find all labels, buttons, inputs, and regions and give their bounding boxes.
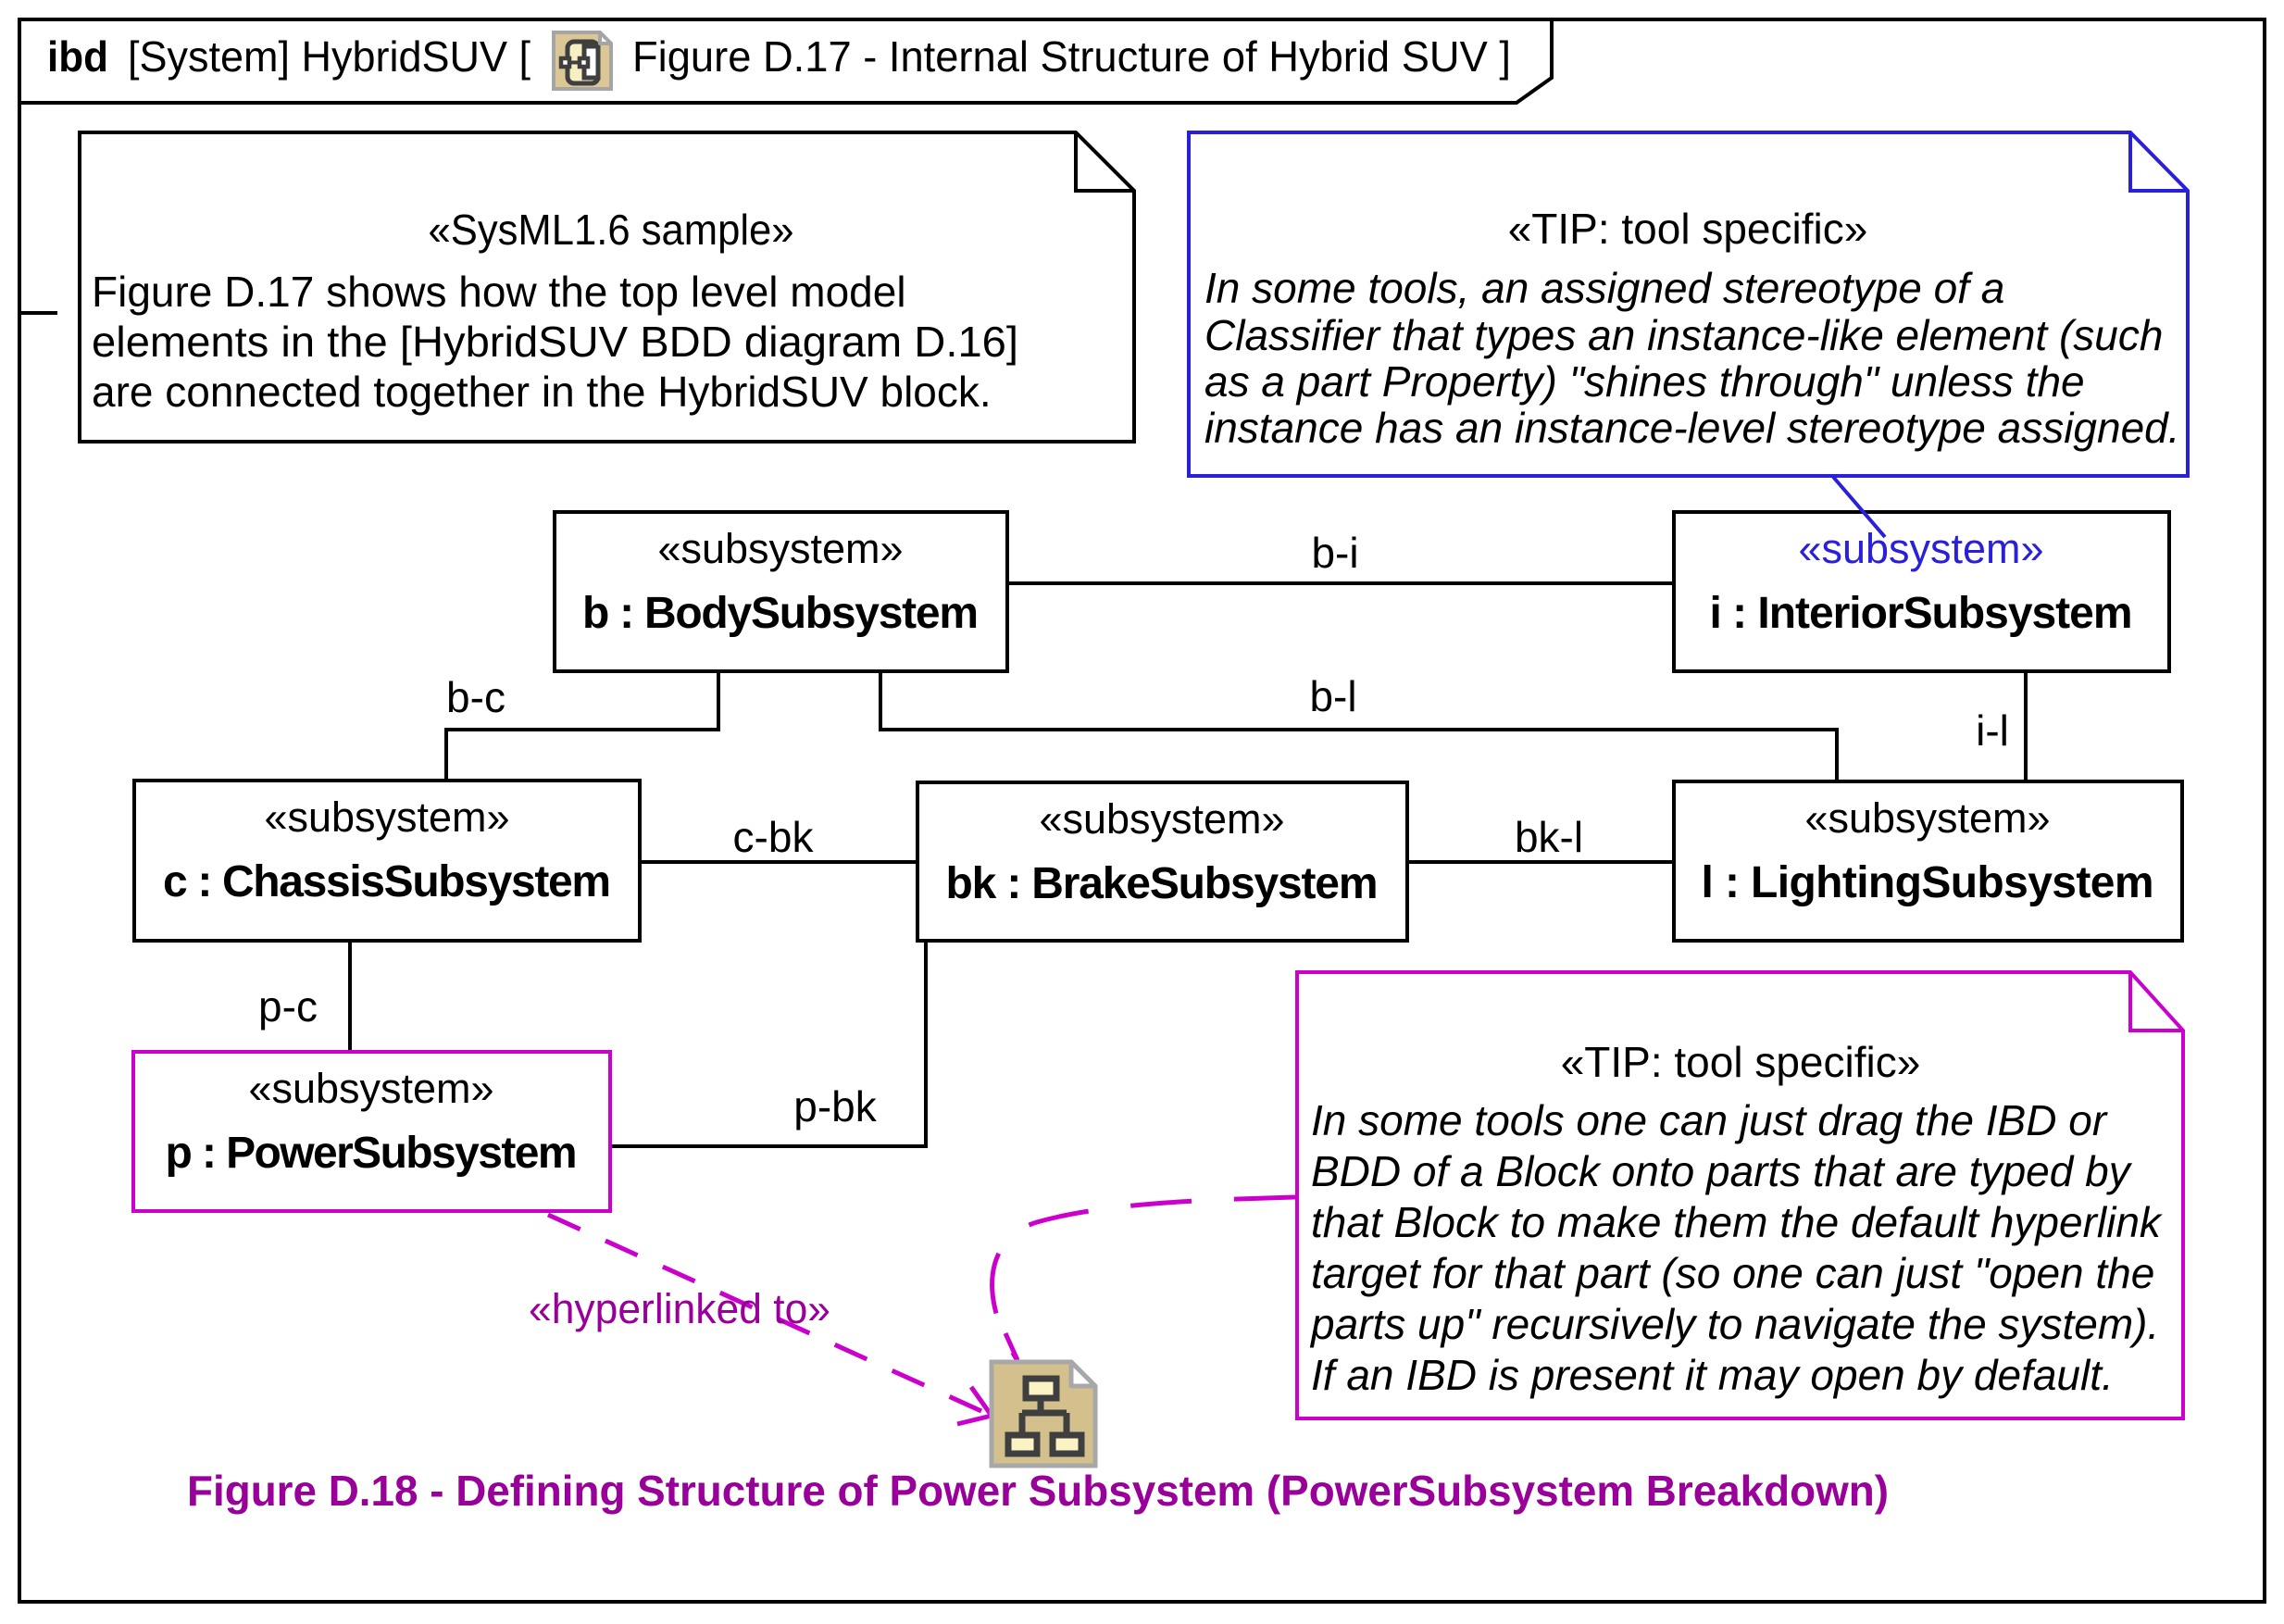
svg-text:ibd: ibd — [47, 32, 108, 81]
svg-text:Figure D.18 - Defining Structu: Figure D.18 - Defining Structure of Powe… — [187, 1467, 1889, 1515]
svg-text:«subsystem»: «subsystem» — [264, 793, 509, 841]
svg-text:Figure D.17 - Internal Structu: Figure D.17 - Internal Structure of Hybr… — [632, 32, 1511, 81]
svg-text:p-c: p-c — [258, 982, 318, 1031]
svg-text:If an IBD is present it may op: If an IBD is present it may open by defa… — [1311, 1351, 2114, 1399]
svg-text:i-l: i-l — [1976, 706, 2009, 755]
svg-text:are connected together in the: are connected together in the HybridSUV … — [92, 368, 992, 416]
svg-text:In some tools one can just dra: In some tools one can just drag the IBD … — [1311, 1096, 2108, 1144]
svg-text:«SysML1.6 sample»: «SysML1.6 sample» — [429, 206, 794, 254]
svg-text:elements in the [HybridSUV BDD: elements in the [HybridSUV BDD diagram D… — [92, 318, 1018, 366]
svg-text:«subsystem»: «subsystem» — [1798, 525, 2043, 572]
svg-text:BDD of a Block onto parts that: BDD of a Block onto parts that are typed… — [1311, 1147, 2133, 1195]
svg-text:that Block to make them the de: that Block to make them the default hype… — [1311, 1198, 2163, 1246]
svg-text:«TIP: tool specific»: «TIP: tool specific» — [1561, 1038, 1921, 1086]
svg-text:b-i: b-i — [1311, 529, 1358, 577]
svg-text:b-c: b-c — [446, 673, 505, 721]
svg-text:p-bk: p-bk — [793, 1082, 877, 1131]
svg-text:«subsystem»: «subsystem» — [657, 525, 903, 572]
svg-text:Classifier that types an insta: Classifier that types an instance-like e… — [1204, 311, 2163, 359]
svg-text:«TIP: tool specific»: «TIP: tool specific» — [1508, 205, 1868, 253]
svg-text:instance has an instance-level: instance has an instance-level stereotyp… — [1204, 404, 2180, 452]
svg-text:Figure D.17 shows how the top: Figure D.17 shows how the top level mode… — [92, 268, 906, 316]
svg-text:p : PowerSubsystem: p : PowerSubsystem — [166, 1129, 578, 1178]
svg-text:«subsystem»: «subsystem» — [1039, 795, 1284, 843]
svg-text:[System] HybridSUV [: [System] HybridSUV [ — [128, 32, 530, 81]
svg-text:bk-l: bk-l — [1515, 813, 1583, 861]
svg-text:b : BodySubsystem: b : BodySubsystem — [582, 589, 979, 638]
svg-text:target for that part (so one c: target for that part (so one can just "o… — [1311, 1249, 2154, 1297]
svg-text:«subsystem»: «subsystem» — [1804, 794, 2050, 842]
svg-text:«hyperlinked to»: «hyperlinked to» — [529, 1285, 830, 1332]
svg-text:as a part Property) "shines th: as a part Property) "shines through" unl… — [1204, 357, 2085, 406]
svg-text:bk : BrakeSubsystem: bk : BrakeSubsystem — [946, 859, 1379, 908]
svg-text:c-bk: c-bk — [733, 813, 815, 861]
svg-text:b-l: b-l — [1309, 672, 1356, 720]
svg-text:In some tools, an assigned ste: In some tools, an assigned stereotype of… — [1204, 264, 2004, 312]
svg-text:l : LightingSubsystem: l : LightingSubsystem — [1702, 858, 2154, 907]
svg-text:parts up" recursively to navig: parts up" recursively to navigate the sy… — [1309, 1300, 2159, 1348]
svg-text:«subsystem»: «subsystem» — [248, 1065, 493, 1112]
svg-text:c : ChassisSubsystem: c : ChassisSubsystem — [163, 857, 611, 906]
svg-text:i : InteriorSubsystem: i : InteriorSubsystem — [1710, 589, 2133, 638]
